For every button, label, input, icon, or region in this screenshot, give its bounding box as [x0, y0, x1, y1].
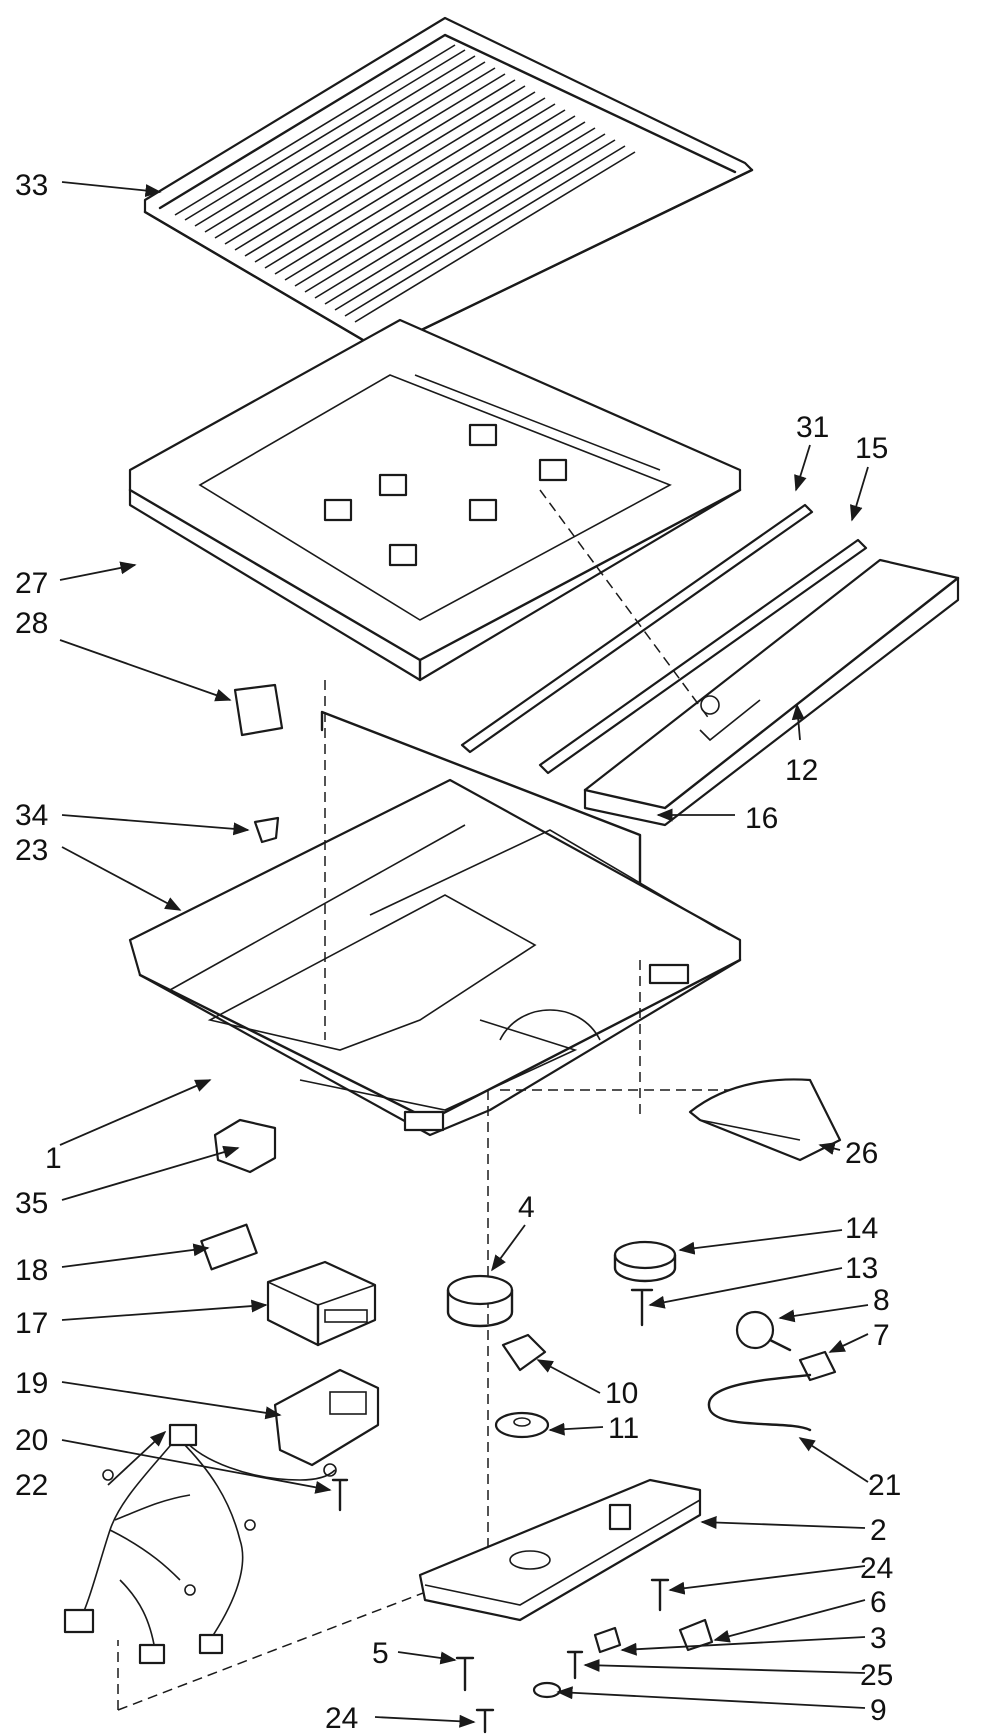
callout-3: 3: [870, 1622, 887, 1655]
callout-25: 25: [860, 1659, 893, 1692]
callout-5: 5: [372, 1637, 389, 1670]
callout-34: 34: [15, 799, 48, 832]
callout-16: 16: [745, 802, 778, 835]
part-3-switch: [593, 1626, 622, 1654]
part-24-screw-bottom: [475, 1708, 495, 1734]
callout-10: 10: [605, 1377, 638, 1410]
part-34-pin: [253, 816, 280, 844]
tab-right: [648, 963, 690, 985]
callout-19: 19: [15, 1367, 48, 1400]
part-35-clip: [213, 1118, 277, 1174]
part-18-bracket: [200, 1223, 258, 1271]
callout-24-right: 24: [860, 1552, 893, 1585]
callout-6: 6: [870, 1586, 887, 1619]
part-17-housing: [266, 1260, 377, 1347]
part-13-screw: [630, 1288, 654, 1327]
callout-28: 28: [15, 607, 48, 640]
callout-4: 4: [518, 1191, 535, 1224]
part-23-base-tray: [128, 778, 742, 1137]
callout-2: 2: [870, 1514, 887, 1547]
clip-e: [388, 543, 418, 567]
callout-9: 9: [870, 1694, 887, 1727]
harness-connector-bottom: [138, 1643, 166, 1665]
callout-12: 12: [785, 754, 818, 787]
callout-26: 26: [845, 1137, 878, 1170]
part-16-wire: [320, 710, 642, 902]
harness-connector-top: [168, 1423, 198, 1447]
callout-14: 14: [845, 1212, 878, 1245]
callout-18: 18: [15, 1254, 48, 1287]
part-2-lower-housing: [418, 1478, 702, 1622]
callout-8: 8: [873, 1284, 890, 1317]
tab-left: [403, 1110, 445, 1132]
harness-connector-left: [63, 1608, 95, 1634]
part-19-bracket: [273, 1368, 380, 1467]
part-21-wire: [707, 1373, 812, 1432]
callout-35: 35: [15, 1187, 48, 1220]
callout-11: 11: [608, 1412, 639, 1445]
part-24-screw-right: [650, 1578, 670, 1612]
part-15-strip: [538, 538, 868, 775]
callout-31: 31: [796, 411, 829, 444]
leader-lines: [59, 181, 869, 1728]
part-31-strip: [460, 503, 814, 754]
harness-connector-right: [198, 1633, 224, 1655]
callout-33: 33: [15, 169, 48, 202]
part-8-bulb: [735, 1310, 792, 1352]
callout-23: 23: [15, 834, 48, 867]
part-5-screw: [455, 1656, 475, 1692]
grille-ribs: [174, 44, 636, 323]
callout-20: 20: [15, 1424, 48, 1457]
part-6-switch: [678, 1618, 714, 1652]
part-26-deflector: [688, 1078, 842, 1162]
socket-mount: [608, 1503, 632, 1531]
part-28-block: [233, 683, 284, 737]
clip-c: [323, 498, 353, 522]
callout-27: 27: [15, 567, 48, 600]
part-9-washer: [532, 1681, 562, 1699]
callout-17: 17: [15, 1307, 48, 1340]
part-14-grommet: [613, 1240, 677, 1283]
clip-f: [468, 423, 498, 447]
part-7-socket: [798, 1350, 837, 1382]
part-11-ring: [494, 1411, 550, 1439]
callout-labels: 33 27 28 31 15 12 16 34 23 1 26 35 4 14 …: [15, 169, 901, 1734]
part-10-switch: [501, 1333, 547, 1372]
clip-a: [378, 473, 408, 497]
part-25-screw: [566, 1650, 584, 1680]
callout-13: 13: [845, 1252, 878, 1285]
callout-15: 15: [855, 432, 888, 465]
part-12-channel: [583, 558, 960, 827]
callout-1: 1: [45, 1142, 62, 1175]
callout-24-bottom: 24: [325, 1702, 358, 1734]
part-4-knob: [446, 1274, 514, 1328]
clip-b: [468, 498, 498, 522]
callout-22: 22: [15, 1469, 48, 1502]
part-20-screw: [331, 1478, 349, 1512]
clip-d: [538, 458, 568, 482]
part-27-housing: [128, 318, 742, 682]
part-22-wire-harness: [63, 1423, 337, 1665]
callout-21: 21: [868, 1469, 901, 1502]
callout-7: 7: [873, 1319, 890, 1352]
part-33-shelf-grille: [143, 16, 754, 352]
